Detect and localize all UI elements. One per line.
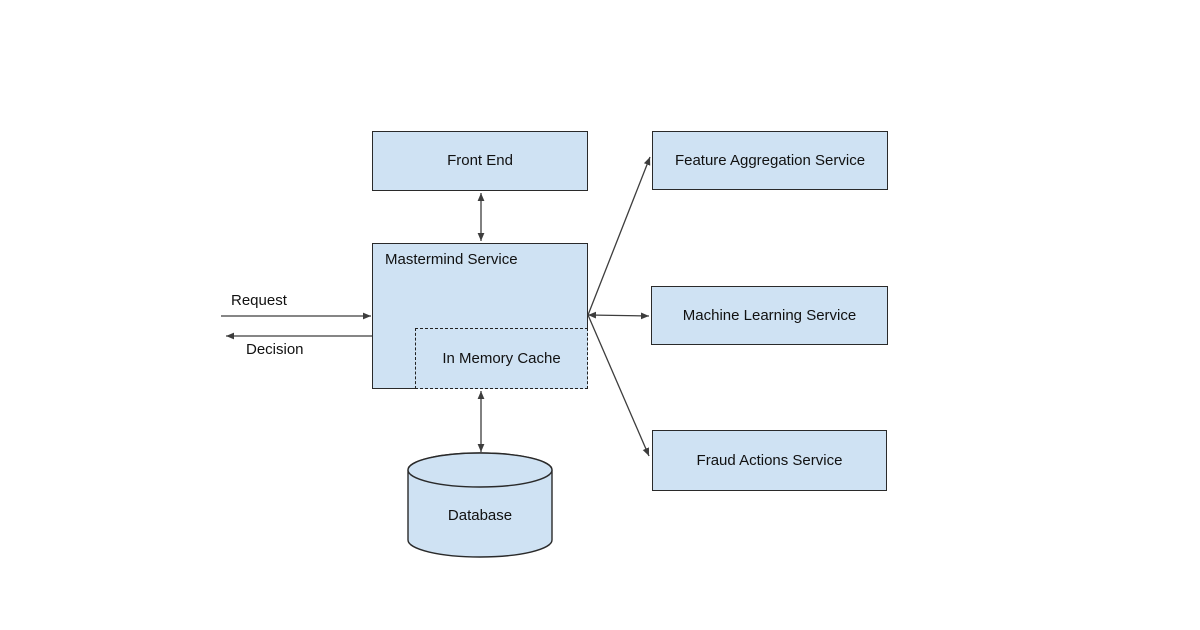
node-machine-learning-service: Machine Learning Service [651, 286, 888, 345]
node-machine-learning-service-label: Machine Learning Service [682, 306, 857, 324]
edge-label-decision: Decision [246, 341, 304, 358]
edge-mastermind-feature-aggregation [587, 156, 651, 316]
edge-mastermind-fraud-actions [587, 314, 650, 457]
edge-mastermind-machine-learning [587, 311, 650, 320]
node-feature-aggregation-service-label: Feature Aggregation Service [674, 151, 866, 169]
node-feature-aggregation-service: Feature Aggregation Service [652, 131, 888, 190]
database-cylinder-top [407, 452, 553, 488]
node-fraud-actions-service: Fraud Actions Service [652, 430, 887, 491]
database-cylinder-body [407, 452, 553, 558]
node-in-memory-cache-label: In Memory Cache [442, 349, 561, 367]
node-fraud-actions-service-label: Fraud Actions Service [696, 451, 843, 469]
edge-label-request: Request [231, 292, 287, 309]
node-mastermind-service-label: Mastermind Service [385, 251, 518, 268]
node-database-label: Database [447, 507, 513, 524]
node-front-end: Front End [372, 131, 588, 191]
node-in-memory-cache: In Memory Cache [415, 328, 588, 389]
node-front-end-label: Front End [447, 152, 513, 170]
